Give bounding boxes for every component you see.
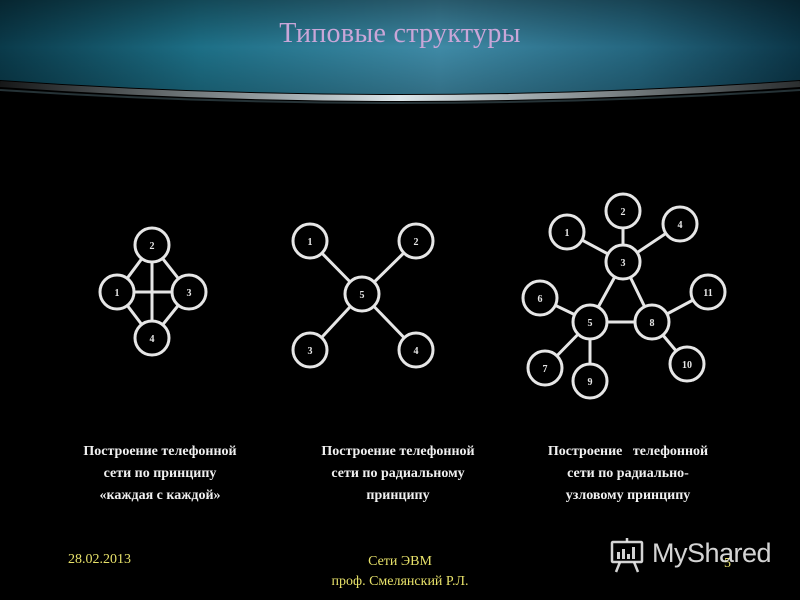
caption-line: «каждая с каждой» (99, 488, 221, 503)
caption-radial: Построение телефонной сети по радиальном… (283, 441, 513, 507)
diagram-1-node-4: 4 (133, 319, 171, 357)
node-label: 3 (187, 288, 192, 299)
diagram-3-node-4: 4 (661, 205, 699, 243)
caption-line: сети по принципу (103, 466, 217, 481)
node-label: 4 (150, 334, 155, 345)
node-label: 8 (650, 318, 655, 329)
caption-radial-nodal: Построение телефонной сети по радиально-… (513, 441, 743, 507)
node-label: 2 (621, 207, 626, 218)
page-number: 5 (724, 556, 731, 571)
diagram-2-node-2: 2 (397, 222, 435, 260)
header-band: Типовые структуры (0, 0, 800, 108)
caption-line: узловому принципу (565, 488, 691, 503)
caption-full-mesh: Построение телефонной сети по принципу «… (45, 441, 275, 507)
node-label: 10 (682, 360, 692, 371)
node-label: 3 (621, 258, 626, 269)
node-label: 2 (150, 241, 155, 252)
caption-line: сети по радиальному (331, 466, 465, 481)
node-label: 4 (678, 220, 683, 231)
diagram-1-node-2: 2 (133, 226, 171, 264)
node-label: 5 (588, 318, 593, 329)
diagram-2-node-1: 1 (291, 222, 329, 260)
diagram-2-node-3: 3 (291, 331, 329, 369)
node-label: 5 (360, 290, 365, 301)
diagram-2-node-4: 4 (397, 331, 435, 369)
diagram-3-node-5: 5 (571, 303, 609, 341)
caption-line: Построение телефонной (321, 444, 475, 459)
caption-line: Построение телефонной (83, 444, 237, 459)
slide-title: Типовые структуры (279, 18, 521, 49)
diagram-2-node-5: 5 (343, 275, 381, 313)
node-label: 1 (308, 237, 313, 248)
diagram-3-node-8: 8 (633, 303, 671, 341)
node-label: 1 (565, 228, 570, 239)
diagram-3-node-10: 10 (668, 345, 706, 383)
diagram-1-node-3: 3 (170, 273, 208, 311)
diagram-3-node-2: 2 (604, 192, 642, 230)
node-label: 4 (414, 346, 419, 357)
diagram-3-node-7: 7 (526, 349, 564, 387)
watermark-logo: MyShared (608, 536, 788, 576)
caption-line: сети по радиально- (567, 466, 689, 481)
diagram-3-node-3: 3 (604, 243, 642, 281)
diagram-1-node-1: 1 (98, 273, 136, 311)
diagram-3-node-11: 11 (689, 273, 727, 311)
node-label: 6 (538, 294, 543, 305)
caption-line: принципу (366, 488, 430, 503)
header-background (0, 0, 800, 104)
node-label: 7 (543, 364, 548, 375)
diagram-3-node-6: 6 (521, 279, 559, 317)
footer-course: Сети ЭВМ (368, 554, 432, 569)
node-label: 3 (308, 346, 313, 357)
node-label: 2 (414, 237, 419, 248)
watermark-text: MyShared (652, 538, 772, 568)
diagram-3-node-9: 9 (571, 362, 609, 400)
presentation-board-icon (610, 538, 644, 573)
node-label: 9 (588, 377, 593, 388)
caption-line: Построение телефонной (547, 444, 709, 459)
diagram-3-node-1: 1 (548, 213, 586, 251)
footer-date: 28.02.2013 (68, 552, 131, 567)
footer-author: проф. Смелянский Р.Л. (331, 574, 469, 589)
footer-course-info: Сети ЭВМ проф. Смелянский Р.Л. (300, 552, 500, 592)
node-label: 1 (115, 288, 120, 299)
node-label: 11 (703, 288, 712, 299)
